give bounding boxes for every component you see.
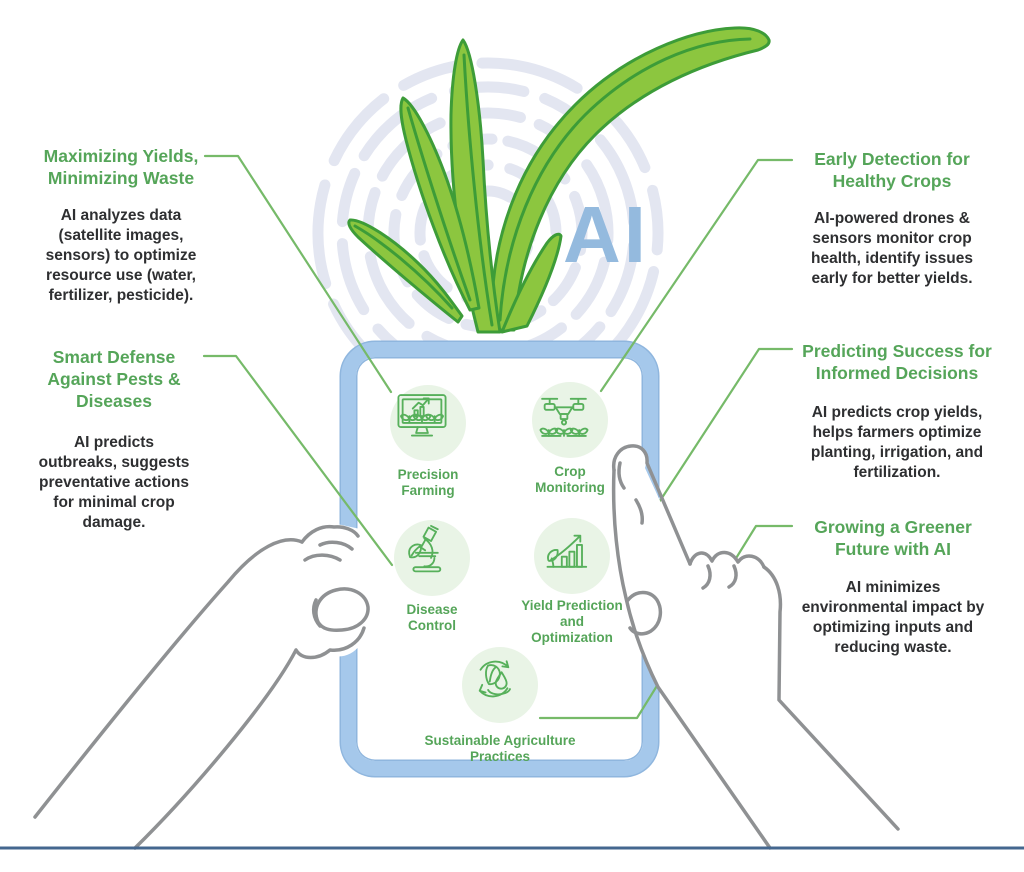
ai-watermark: AI [563,190,649,279]
callout-body: AI minimizes environmental impact by opt… [801,578,985,657]
callout-maximizing-yields: Maximizing Yields, Minimizing Waste AI a… [16,146,226,306]
callout-heading: Early Detection for Healthy Crops [814,149,970,191]
callout-predicting-success: Predicting Success for Informed Decision… [790,341,1004,483]
seedling-plant-illustration [347,26,771,334]
callout-body: AI predicts crop yields, helps farmers o… [810,403,984,482]
callout-body: AI analyzes data (satellite images, sens… [45,206,197,305]
precision-farming-tile [390,385,466,461]
right-hand-fill [614,445,900,848]
plant-leaf-lower-right [500,232,563,334]
drone-icon [539,397,589,437]
disease-control-tile [394,520,470,596]
plant-leaf-right-arc [490,26,771,332]
connector-early-detection [599,158,794,393]
sustainable-agriculture-label: Sustainable Agriculture Practices [424,733,576,765]
plant-leaf-lower-left [347,218,464,324]
yield-prediction-tile [534,518,610,594]
callout-growing-greener: Growing a Greener Future with AI AI mini… [788,517,998,658]
connector-smart-defense [202,354,394,567]
callout-smart-defense: Smart Defense Against Pests & Diseases A… [19,347,209,533]
disease-control-label: Disease Control [406,602,458,634]
monitor-chart-icon [397,394,447,437]
microscope-leaf-icon [408,524,442,573]
yield-prediction-label: Yield Prediction and Optimization [521,598,623,646]
callout-heading: Growing a Greener Future with AI [814,517,972,559]
left-hand-illustration [33,524,370,850]
callout-body: AI-powered drones & sensors monitor crop… [811,209,973,288]
connector-maximizing-yields [203,154,393,394]
crop-monitoring-tile [532,382,608,458]
callout-early-detection: Early Detection for Healthy Crops AI-pow… [787,149,997,289]
callout-body: AI predicts outbreaks, suggests preventa… [38,433,190,532]
crop-monitoring-label: Crop Monitoring [535,464,605,496]
precision-farming-label: Precision Farming [397,467,459,499]
callout-heading: Predicting Success for Informed Decision… [802,341,992,383]
left-hand-fill [35,524,360,848]
callout-heading: Smart Defense Against Pests & Diseases [47,347,181,411]
growth-chart-icon [546,534,588,568]
callout-heading: Maximizing Yields, Minimizing Waste [43,146,199,188]
right-hand-illustration [611,444,900,850]
recycle-water-leaf-icon [478,660,511,698]
connector-predicting-success [654,347,794,509]
sustainable-agriculture-tile [462,647,538,723]
